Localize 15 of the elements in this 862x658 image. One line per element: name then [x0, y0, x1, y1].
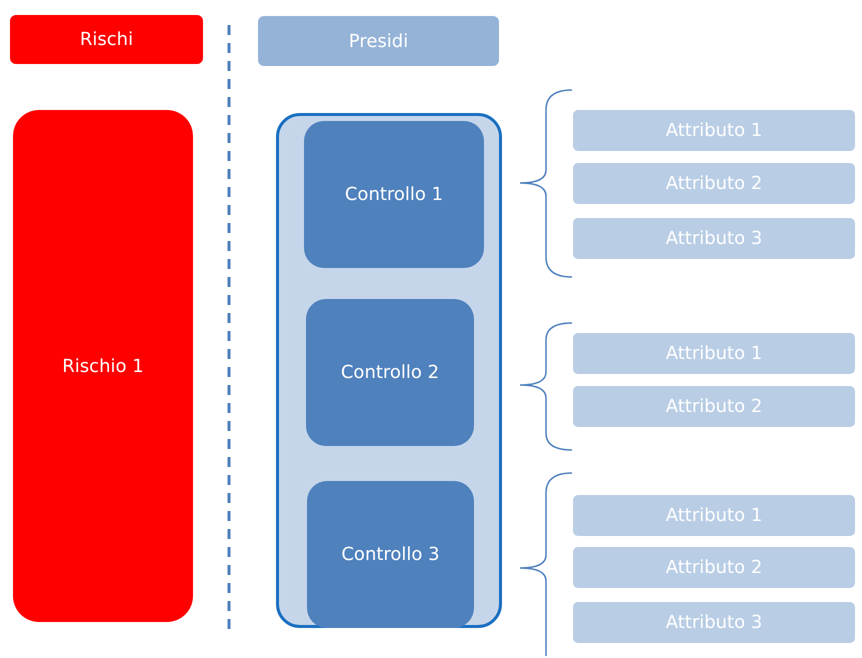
attribute-bar: Attributo 1 — [573, 333, 855, 374]
risk-box: Rischio 1 — [13, 110, 193, 622]
attribute-bar: Attributo 3 — [573, 602, 855, 643]
group-container — [276, 113, 502, 628]
attribute-bar: Attributo 1 — [573, 110, 855, 151]
control-box: Controllo 3 — [307, 481, 474, 628]
attribute-bar: Attributo 3 — [573, 218, 855, 259]
attribute-bar: Attributo 2 — [573, 547, 855, 588]
attribute-bar: Attributo 2 — [573, 386, 855, 427]
attribute-bar: Attributo 2 — [573, 163, 855, 204]
control-box: Controllo 2 — [306, 299, 474, 446]
attribute-bar: Attributo 1 — [573, 495, 855, 536]
control-box: Controllo 1 — [304, 121, 484, 268]
header-label: Presidi — [258, 16, 499, 66]
header-label: Rischi — [10, 15, 203, 64]
